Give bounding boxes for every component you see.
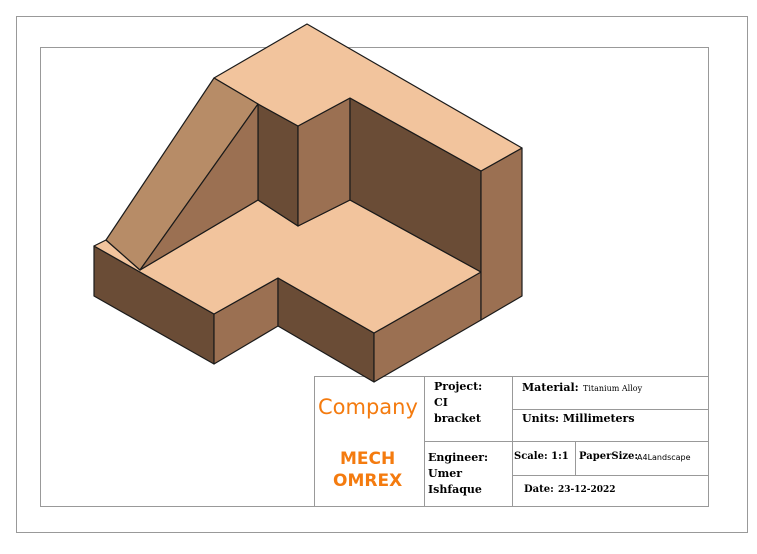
material-value: Titanium Alloy [583, 384, 643, 393]
project-value-line2: bracket [434, 412, 482, 425]
company-line1: MECH [340, 449, 396, 469]
engineer-label: Engineer: [428, 451, 489, 464]
date-label: Date: [524, 484, 554, 495]
papersize-value: A4Landscape [637, 453, 691, 462]
company-name: Company [318, 395, 418, 419]
rib-side-face [139, 103, 259, 271]
units-label: Units: Millimeters [522, 412, 635, 425]
papersize-label: PaperSize: [579, 451, 639, 462]
project-value-line1: CI [434, 396, 448, 409]
outer-border [16, 16, 748, 533]
scale-label: Scale: 1:1 [514, 451, 569, 462]
engineer-line2: Ishfaque [428, 483, 482, 496]
bracket-model [93, 23, 523, 383]
engineer-line1: Umer [428, 467, 463, 480]
company-line2: OMREX [333, 471, 403, 491]
date-value: 23-12-2022 [558, 485, 616, 495]
title-block-grid [314, 376, 709, 507]
material-label: Material: [522, 381, 579, 394]
project-label: Project: [434, 380, 483, 393]
wall-top-face [213, 23, 523, 172]
